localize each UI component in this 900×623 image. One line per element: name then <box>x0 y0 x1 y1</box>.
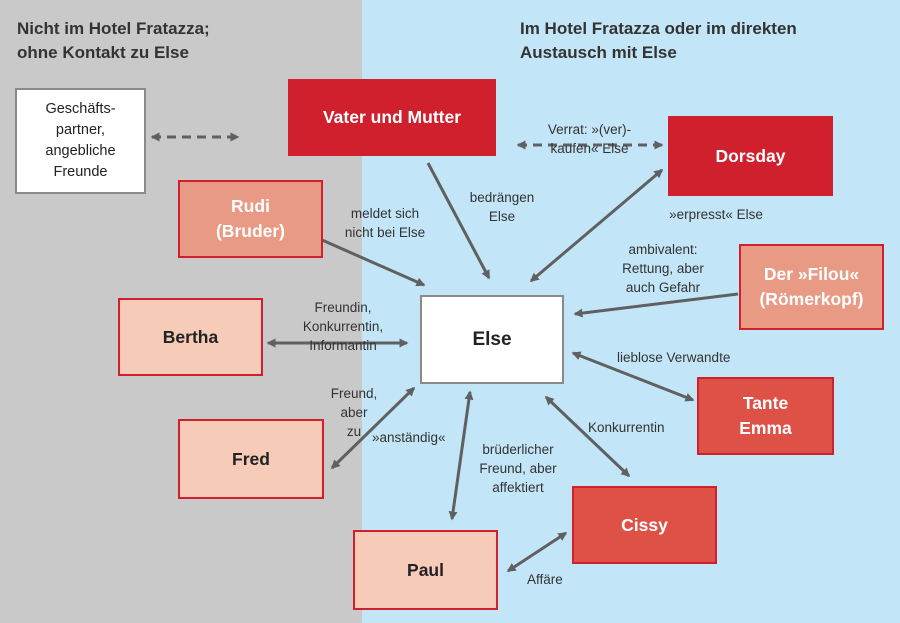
node-tante-emma: Tante Emma <box>697 377 834 455</box>
arrow-rudi-else <box>321 238 426 287</box>
arrow-cissy-else <box>544 395 631 478</box>
label-cissy-else: Konkurrentin <box>588 420 665 435</box>
node-dorsday: Dorsday <box>668 116 833 196</box>
right-region-header: Im Hotel Fratazza oder im direkten Austa… <box>520 19 797 62</box>
node-vater-und-mutter: Vater und Mutter <box>288 79 496 156</box>
label-eltern-else: bedrängen Else <box>469 190 535 224</box>
label-affaere: Affäre <box>527 572 563 587</box>
label-rudi-else: meldet sich nicht bei Else <box>344 206 426 240</box>
label-fred-else-part2: »anständig« <box>372 430 446 445</box>
node-bertha: Bertha <box>118 298 263 376</box>
arrow-filou-else <box>573 292 739 318</box>
arrow-paul-cissy <box>506 531 568 573</box>
label-paul-else: brüderlicher Freund, aber affektiert <box>479 442 557 495</box>
arrow-dorsday-else <box>529 168 664 283</box>
node-paul: Paul <box>353 530 498 610</box>
arrow-paul-else <box>448 390 474 521</box>
arrow-fred-else <box>330 386 416 470</box>
node-geschaeftspartner: Geschäfts- partner, angebliche Freunde <box>15 88 146 194</box>
label-fred-else-part1: Freund, aber zu <box>330 386 378 439</box>
arrow-eltern-else <box>426 162 491 280</box>
label-erpresst: »erpresst« Else <box>669 207 763 222</box>
label-emma-else: lieblose Verwandte <box>617 350 731 365</box>
node-rudi: Rudi (Bruder) <box>178 180 323 258</box>
label-bertha-else: Freundin, Konkurrentin, Informantin <box>302 300 384 353</box>
node-else: Else <box>420 295 564 384</box>
node-cissy: Cissy <box>572 486 717 564</box>
label-verrat: Verrat: »(ver)- kaufen« Else <box>547 122 632 156</box>
label-filou-else: ambivalent: Rettung, aber auch Gefahr <box>622 242 704 295</box>
node-fred: Fred <box>178 419 324 499</box>
left-region-header: Nicht im Hotel Fratazza; ohne Kontakt zu… <box>17 19 210 62</box>
arrow-emma-else <box>571 351 695 402</box>
node-filou: Der »Filou« (Römerkopf) <box>739 244 884 330</box>
